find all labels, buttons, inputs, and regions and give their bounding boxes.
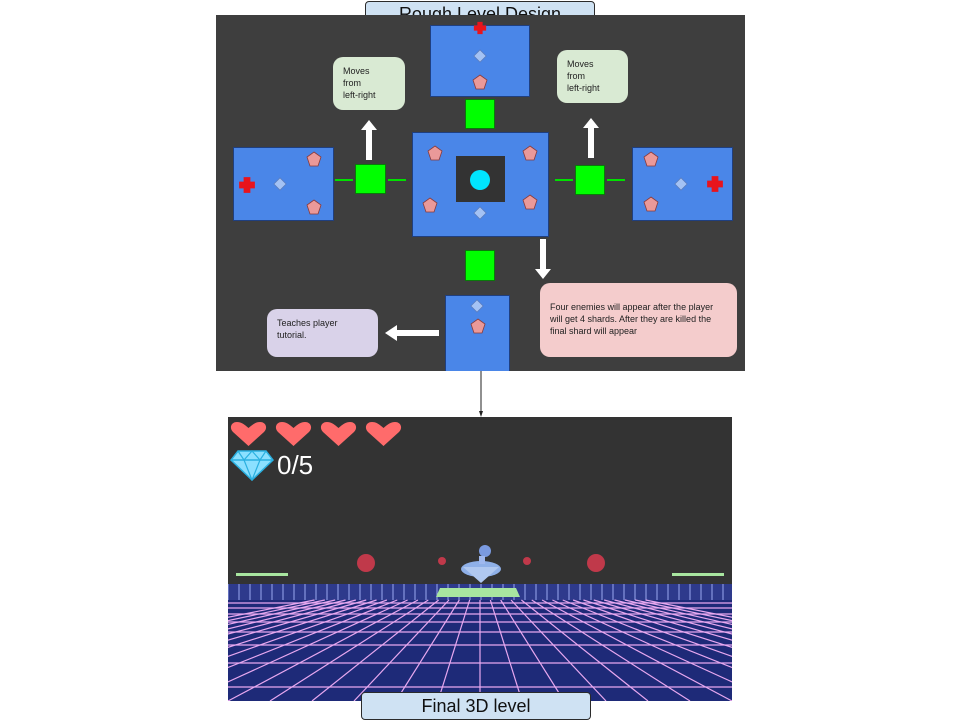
pentagon-icon	[643, 151, 659, 167]
arrow-left	[385, 325, 439, 341]
grid-line	[228, 599, 325, 622]
grid-line	[510, 599, 607, 701]
final-3d-level-panel: 0/5	[228, 417, 732, 701]
grid-line	[624, 599, 732, 626]
diamond-icon	[273, 177, 287, 191]
enemy-orb-4	[587, 554, 605, 572]
pentagon-icon	[643, 196, 659, 212]
grid-line	[562, 599, 732, 669]
note-moves-right: Moves from left-right	[557, 50, 628, 103]
platform-bottom	[465, 250, 495, 281]
note-tutorial: Teaches player tutorial.	[267, 309, 378, 357]
shard-counter: 0/5	[230, 449, 313, 481]
pentagon-icon	[306, 199, 322, 215]
grid-line	[531, 599, 691, 701]
pentagon-icon	[427, 145, 443, 161]
track-left-b	[388, 179, 406, 181]
grid-line	[645, 599, 732, 618]
grid-line	[311, 599, 440, 701]
diamond-icon	[470, 299, 484, 313]
red-cross-icon	[238, 176, 256, 194]
pentagon-icon	[422, 197, 438, 213]
arrow-down	[535, 239, 551, 279]
diamond-icon	[674, 177, 688, 191]
heart-icon	[320, 421, 357, 447]
diamond-icon	[230, 449, 274, 481]
player-character	[461, 545, 501, 583]
diamond-icon	[473, 49, 487, 63]
pentagon-icon	[470, 318, 486, 334]
game-scene	[228, 545, 732, 701]
connector-arrow	[479, 371, 483, 417]
pentagon-icon	[306, 151, 322, 167]
grid-line	[228, 599, 336, 626]
platform-left	[355, 164, 386, 194]
grid-line	[593, 599, 732, 641]
grid-line	[541, 599, 732, 701]
green-platform-left	[236, 573, 288, 576]
grid-line	[228, 599, 388, 657]
green-platform-center	[436, 588, 520, 597]
shard-count-text: 0/5	[277, 449, 314, 480]
red-cross-icon	[706, 175, 724, 193]
grid-line	[635, 599, 732, 622]
grid-line	[269, 599, 429, 701]
cyan-circle-icon	[470, 170, 490, 190]
grid-line	[228, 599, 408, 683]
platform-top	[465, 99, 495, 129]
arrow-up-left	[361, 120, 377, 160]
pentagon-icon	[472, 74, 488, 90]
grid-line	[520, 599, 649, 701]
grid-line	[603, 599, 732, 635]
heart-icon	[230, 421, 267, 447]
grid-line	[552, 599, 732, 683]
arrow-up-right	[583, 118, 599, 158]
grid-line	[228, 599, 357, 635]
red-cross-icon	[472, 21, 488, 35]
grid-line	[353, 599, 450, 701]
pentagon-icon	[522, 194, 538, 210]
track-left-a	[335, 179, 353, 181]
grid-line	[228, 599, 367, 641]
enemy-orb-1	[357, 554, 375, 572]
enemy-orb-3	[523, 557, 531, 565]
track-right-b	[607, 179, 625, 181]
grid-line	[583, 599, 732, 649]
final-3d-level-title: Final 3D level	[361, 692, 591, 720]
grid-line	[228, 599, 377, 649]
grid-line	[228, 599, 419, 701]
note-moves-left: Moves from left-right	[333, 57, 405, 110]
enemy-orb-2	[438, 557, 446, 565]
platform-right	[575, 165, 605, 195]
grid-line	[228, 599, 398, 669]
green-platform-right	[672, 573, 724, 576]
health-hearts	[230, 421, 402, 447]
grid-line	[572, 599, 732, 657]
grid-line	[228, 599, 315, 618]
grid-line	[489, 599, 523, 701]
pentagon-icon	[522, 145, 538, 161]
diamond-icon	[473, 206, 487, 220]
note-enemies: Four enemies will appear after the playe…	[540, 283, 737, 357]
rough-level-design-panel: Moves from left-right Moves from left-ri…	[216, 15, 745, 371]
grid-line	[614, 599, 732, 630]
grid-line	[437, 599, 471, 701]
grid-line	[500, 599, 565, 701]
grid-line	[228, 599, 346, 630]
heart-icon	[365, 421, 402, 447]
grid-line	[395, 599, 460, 701]
track-right-a	[555, 179, 573, 181]
heart-icon	[275, 421, 312, 447]
